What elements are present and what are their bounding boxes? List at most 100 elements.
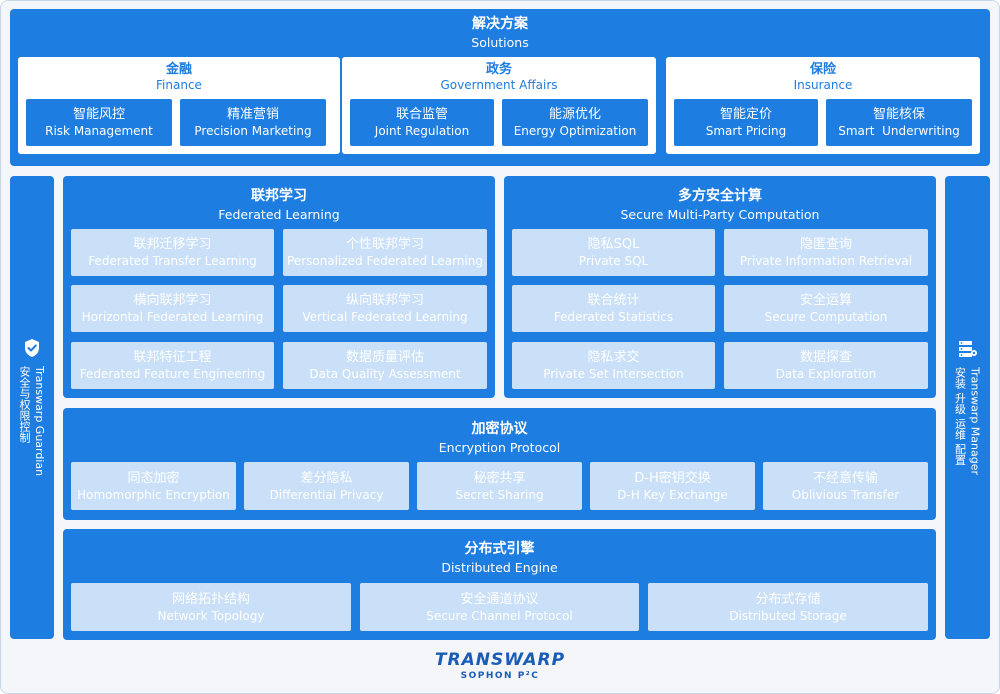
solution-item-zh: 智能风控 bbox=[72, 107, 125, 122]
fl-item-zh: 联邦特征工程 bbox=[133, 350, 212, 365]
dist-title-zh: 分布式引擎 bbox=[464, 541, 535, 557]
distributed-engine-panel: 分布式引擎 Distributed Engine 网络拓扑结构 Network … bbox=[63, 529, 936, 640]
solution-item-zh: 联合监管 bbox=[395, 107, 448, 122]
dist-item-en: Network Topology bbox=[157, 608, 265, 623]
solution-item-zh: 智能核保 bbox=[872, 107, 925, 122]
mpc-item-private-sql: 隐私SQL Private SQL bbox=[512, 229, 715, 276]
government-title-zh: 政务 bbox=[485, 62, 512, 77]
mpc-item-zh: 数据探查 bbox=[799, 350, 852, 365]
mpc-title-en: Secure Multi-Party Computation bbox=[620, 207, 820, 222]
encryption-title: 加密协议 Encryption Protocol bbox=[63, 420, 936, 456]
fl-item-feature-engineering: 联邦特征工程 Federated Feature Engineering bbox=[71, 342, 274, 389]
finance-title: 金融 Finance bbox=[18, 62, 340, 93]
fl-item-horizontal: 横向联邦学习 Horizontal Federated Learning bbox=[71, 285, 274, 332]
guardian-label-zh: 安全与权限控制 bbox=[18, 366, 31, 444]
enc-item-en: D-H Key Exchange bbox=[617, 487, 728, 502]
transwarp-logo: TRANSWARP SOPHON P²C bbox=[0, 650, 1000, 682]
fl-title-en: Federated Learning bbox=[218, 207, 340, 222]
fl-item-zh: 横向联邦学习 bbox=[133, 293, 212, 308]
enc-title-zh: 加密协议 bbox=[471, 421, 528, 437]
fl-title-zh: 联邦学习 bbox=[251, 188, 307, 204]
manager-label-zh: 安装 升级 运维 配置 bbox=[953, 367, 967, 466]
mpc-item-federated-statistics: 联合统计 Federated Statistics bbox=[512, 285, 715, 332]
mpc-item-secure-computation: 安全运算 Secure Computation bbox=[724, 285, 928, 332]
dist-title-en: Distributed Engine bbox=[441, 560, 558, 575]
government-title-en: Government Affairs bbox=[440, 78, 558, 92]
solution-item-zh: 能源优化 bbox=[548, 107, 601, 122]
government-title: 政务 Government Affairs bbox=[342, 62, 656, 93]
enc-item-secret-sharing: 秘密共享 Secret Sharing bbox=[417, 462, 582, 510]
mpc-item-en: Private SQL bbox=[578, 254, 649, 268]
insurance-box: 保险 Insurance 智能定价 Smart Pricing 智能核保 Sma… bbox=[666, 57, 980, 154]
dist-item-secure-channel: 安全通道协议 Secure Channel Protocol bbox=[360, 583, 639, 631]
solution-item-risk-management: 智能风控 Risk Management bbox=[26, 99, 172, 146]
fl-item-transfer: 联邦迁移学习 Federated Transfer Learning bbox=[71, 229, 274, 276]
enc-item-zh: D-H密钥交换 bbox=[634, 470, 711, 486]
solution-item-smart-pricing: 智能定价 Smart Pricing bbox=[674, 99, 818, 146]
government-box: 政务 Government Affairs 联合监管 Joint Regulat… bbox=[342, 57, 656, 154]
enc-item-en: Homomorphic Encryption bbox=[77, 487, 230, 502]
dist-item-zh: 安全通道协议 bbox=[460, 591, 539, 607]
fl-item-en: Horizontal Federated Learning bbox=[81, 310, 264, 324]
fl-item-zh: 个性联邦学习 bbox=[345, 237, 424, 252]
solution-item-en: Joint Regulation bbox=[374, 124, 470, 138]
dist-item-network-topology: 网络拓扑结构 Network Topology bbox=[71, 583, 351, 631]
enc-item-oblivious-transfer: 不经意传输 Oblivious Transfer bbox=[763, 462, 928, 510]
guardian-sidebar: Transwarp Guardian 安全与权限控制 bbox=[10, 176, 54, 639]
mpc-title-zh: 多方安全计算 bbox=[678, 188, 762, 204]
dist-item-zh: 分布式存储 bbox=[755, 591, 821, 607]
finance-title-en: Finance bbox=[156, 78, 202, 92]
mpc-item-en: Data Exploration bbox=[775, 367, 877, 381]
fl-item-en: Personalized Federated Learning bbox=[287, 254, 483, 268]
logo-wordmark: TRANSWARP bbox=[434, 650, 566, 670]
dist-item-distributed-storage: 分布式存储 Distributed Storage bbox=[648, 583, 928, 631]
insurance-title-zh: 保险 bbox=[809, 62, 836, 77]
solutions-title: 解决方案 Solutions bbox=[10, 15, 990, 51]
fl-item-zh: 联邦迁移学习 bbox=[133, 237, 212, 252]
mpc-item-zh: 安全运算 bbox=[799, 293, 852, 308]
fl-item-data-quality: 数据质量评估 Data Quality Assessment bbox=[283, 342, 487, 389]
solution-item-joint-regulation: 联合监管 Joint Regulation bbox=[350, 99, 494, 146]
distributed-title: 分布式引擎 Distributed Engine bbox=[63, 540, 936, 576]
logo-subtitle: SOPHON P²C bbox=[460, 671, 540, 681]
mpc-item-zh: 隐匿查询 bbox=[799, 237, 852, 252]
solutions-title-zh: 解决方案 bbox=[472, 16, 528, 32]
enc-item-en: Secret Sharing bbox=[455, 487, 544, 502]
fl-item-en: Federated Feature Engineering bbox=[79, 367, 266, 381]
dist-item-zh: 网络拓扑结构 bbox=[171, 591, 250, 607]
solution-item-en: Smart Pricing bbox=[705, 124, 787, 138]
enc-item-homomorphic: 同态加密 Homomorphic Encryption bbox=[71, 462, 236, 510]
mpc-item-en: Federated Statistics bbox=[553, 310, 674, 324]
solution-item-energy-optimization: 能源优化 Energy Optimization bbox=[502, 99, 648, 146]
finance-box: 金融 Finance 智能风控 Risk Management 精准营销 Pre… bbox=[18, 57, 340, 154]
mpc-item-en: Private Set Intersection bbox=[543, 367, 684, 381]
enc-item-dh-key-exchange: D-H密钥交换 D-H Key Exchange bbox=[590, 462, 755, 510]
mpc-item-en: Private Information Retrieval bbox=[739, 254, 913, 268]
solution-item-precision-marketing: 精准营销 Precision Marketing bbox=[180, 99, 326, 146]
insurance-title: 保险 Insurance bbox=[666, 62, 980, 93]
solution-item-en: Smart Underwriting bbox=[838, 124, 960, 138]
guardian-label: Transwarp Guardian 安全与权限控制 bbox=[18, 366, 46, 476]
enc-item-en: Differential Privacy bbox=[269, 487, 384, 502]
enc-title-en: Encryption Protocol bbox=[438, 440, 561, 455]
fl-item-en: Vertical Federated Learning bbox=[302, 310, 468, 324]
fl-item-zh: 数据质量评估 bbox=[345, 350, 424, 365]
mpc-item-pir: 隐匿查询 Private Information Retrieval bbox=[724, 229, 928, 276]
enc-item-zh: 秘密共享 bbox=[473, 470, 526, 486]
mpc-item-zh: 隐私SQL bbox=[587, 237, 640, 252]
mpc-item-zh: 隐私求交 bbox=[587, 350, 640, 365]
manager-label-en: Transwarp Manager bbox=[968, 367, 982, 476]
enc-item-zh: 同态加密 bbox=[127, 470, 180, 486]
solution-item-en: Energy Optimization bbox=[513, 124, 637, 138]
solution-item-en: Precision Marketing bbox=[194, 124, 312, 138]
enc-item-zh: 不经意传输 bbox=[812, 470, 878, 486]
solution-item-zh: 智能定价 bbox=[719, 107, 772, 122]
manager-sidebar: Transwarp Manager 安装 升级 运维 配置 bbox=[945, 176, 990, 639]
solution-item-zh: 精准营销 bbox=[226, 107, 279, 122]
mpc-item-zh: 联合统计 bbox=[587, 293, 640, 308]
federated-learning-title: 联邦学习 Federated Learning bbox=[63, 187, 495, 223]
shield-check-icon bbox=[23, 338, 41, 358]
dist-item-en: Secure Channel Protocol bbox=[426, 608, 573, 623]
mpc-item-data-exploration: 数据探查 Data Exploration bbox=[724, 342, 928, 389]
solutions-panel: 解决方案 Solutions 金融 Finance 智能风控 Risk Mana… bbox=[10, 9, 990, 166]
